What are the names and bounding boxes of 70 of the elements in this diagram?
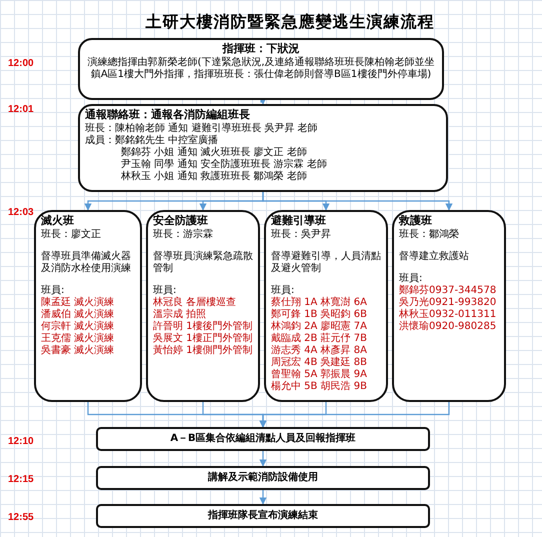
box-heading: 救護班: [399, 215, 433, 227]
box-text: 成員：鄭銘銘先生 中控室廣播: [85, 135, 220, 146]
box-text: 督導班員準備滅火器及消防水栓使用演練: [41, 251, 132, 275]
time-label: 12:03: [8, 207, 34, 218]
box-text: 班長：陳柏翰老師 通知 避難引導班班長 吳尹昇 老師: [85, 123, 319, 134]
arrow: [262, 192, 453, 211]
box-text: 黃怡婷 1樓側門外管制: [153, 345, 253, 357]
box-text: 講解及示範消防設備使用: [208, 472, 318, 484]
arrow: [259, 402, 450, 428]
time-label: 12:15: [8, 474, 34, 485]
box-text: 洪懷瑜0920-980285: [399, 321, 498, 333]
box-text: 林鴻鈞 2A 廖昭憲 7A: [271, 321, 368, 332]
time-label: 12:10: [8, 436, 34, 447]
box-text: 指揮班隊長宣布演練結束: [208, 510, 318, 522]
box-text: 演練總指揮由郭新榮老師(下達緊急狀況,及連絡通報聯絡班班長陳柏翰老師並坐鎮A區1樓大門外指揮，指揮班班長：張仕偉老師則督導B區1樓後門外停車場): [86, 57, 436, 81]
box-text: 班員:: [153, 285, 178, 296]
time-label: 12:55: [8, 512, 34, 523]
box-text: 戴臨成 2B 莊元伃 7B: [271, 333, 368, 344]
box-text: 督導班員演練緊急疏散管制: [153, 251, 253, 275]
diagram-title: 土研大樓消防暨緊急應變逃生演練流程: [144, 12, 436, 33]
time-label: 12:01: [8, 104, 34, 115]
box-text: 班員:: [271, 285, 296, 296]
box-text: 王克儒 滅火演練: [41, 333, 116, 344]
box-text: 尹玉翰 同學 通知 安全防護班班長 游宗霖 老師: [120, 159, 328, 170]
rounded-box: [146, 210, 260, 402]
box-heading: 滅火班: [41, 215, 75, 227]
box-text: 鄭錦芬 小姐 通知 滅火班班長 廖文正 老師: [120, 147, 308, 158]
box-text: 班長：廖文正: [41, 229, 102, 241]
box-text: 林冠良 各層樓巡查: [153, 297, 238, 308]
box-heading: 指揮班：下狀況: [221, 43, 300, 55]
rounded-box: [78, 104, 448, 192]
box-heading: 通報聯絡班：通報各消防編組班長: [85, 109, 251, 121]
rounded-box: [34, 210, 142, 402]
box-text: 陳孟廷 滅火演練: [41, 297, 116, 308]
box-text: 林秋玉 小姐 通知 救護班班長 鄒鴻榮 老師: [120, 171, 308, 183]
box-text: 鄭可鋒 1B 吳昭鈞 6B: [271, 309, 368, 320]
rounded-box: [96, 466, 430, 490]
box-text: 督導避難引導，人員清點及避火管制: [271, 251, 381, 275]
time-label: 12:00: [8, 58, 34, 69]
box-text: 何宗軒 滅火演練: [41, 321, 116, 332]
arrow: [259, 490, 267, 505]
box-text: 吳乃光0921-993820: [399, 297, 498, 308]
rounded-box: [96, 427, 430, 451]
box-text: 周冠宏 4B 吳建廷 8B: [271, 357, 368, 368]
box-text: 潘威伯 滅火演練: [41, 309, 116, 320]
box-text: 許晉明 1樓後門外管制: [153, 321, 253, 332]
box-text: 林秋玉0932-011311: [399, 309, 498, 320]
arrow: [259, 98, 267, 105]
box-text: 班長：吳尹昇: [271, 229, 332, 241]
rounded-box: [78, 38, 444, 100]
box-text: 班長：鄒鴻榮: [399, 229, 460, 241]
box-text: 曾聖翰 5A 郭振晨 9A: [271, 369, 368, 380]
arrow: [259, 451, 267, 467]
box-text: A－B區集合依編組清點人員及回報指揮班: [170, 433, 356, 445]
box-heading: 安全防護班: [153, 215, 209, 227]
box-text: 班員:: [41, 285, 66, 296]
box-text: 班長：游宗霖: [153, 229, 214, 241]
box-heading: 避難引導班: [271, 215, 327, 227]
box-text: 吳展文 1樓正門外管制: [153, 333, 253, 344]
box-text: 楊允中 5B 胡民浩 9B: [271, 381, 368, 393]
rounded-box: [392, 210, 506, 402]
box-text: 游志秀 4A 林彥昇 8A: [271, 345, 368, 356]
rounded-box: [96, 504, 430, 528]
box-text: 蔡仕翔 1A 林寬澍 6A: [271, 297, 368, 308]
box-text: 鄭錦芬0937-344578: [399, 285, 498, 296]
box-text: 督導建立救護站: [399, 251, 470, 263]
rounded-box: [264, 210, 388, 402]
box-text: 溫宗成 拍照: [153, 309, 208, 320]
box-text: 吳書豪 滅火演練: [41, 345, 116, 357]
box-text: 班員:: [399, 273, 424, 284]
